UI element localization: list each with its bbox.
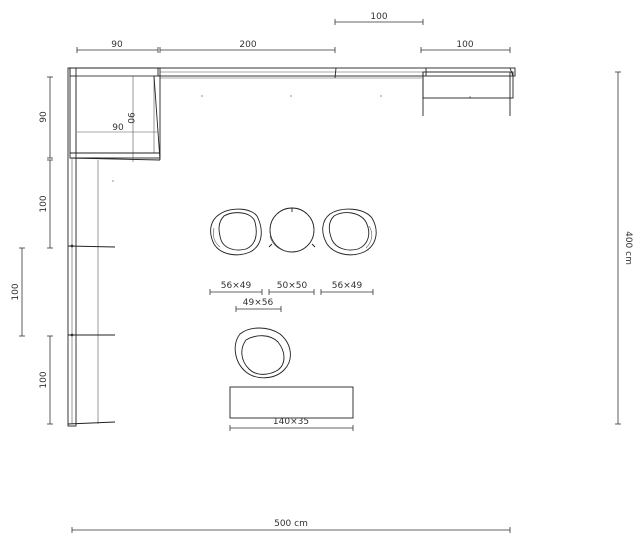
dim-label: 100 [11, 283, 21, 300]
dim-label: 200 [239, 40, 256, 50]
dim-top-right-100-upper: 100 [334, 12, 424, 25]
dim-label: 400 cm [623, 231, 633, 265]
dim-left-100-c: 100 [39, 335, 53, 425]
corner-inner-width-label: 90 [112, 123, 124, 133]
lounge-chair [234, 327, 291, 379]
label-armchair-right: 56×49 [320, 281, 374, 295]
dim-top-left-90: 90 [76, 40, 159, 53]
dim-label: 100 [39, 195, 49, 212]
dim-total-width: 500 cm [71, 519, 511, 533]
dim-label: 90 [111, 40, 123, 50]
armchair-left [210, 208, 262, 256]
armchair-right [322, 208, 377, 256]
dim-left-100-b: 100 [11, 247, 25, 337]
dim-label: 50×50 [277, 281, 308, 291]
dim-label: 100 [456, 40, 473, 50]
dim-label: 140×35 [273, 417, 309, 427]
sofa-top-back [69, 67, 516, 79]
dim-left-100-a: 100 [39, 159, 53, 249]
label-lounge-chair: 49×56 [235, 298, 282, 312]
dim-label: 90 [39, 111, 49, 123]
sofa-top-seat-edge [160, 77, 422, 97]
label-coffee-table: 140×35 [229, 417, 354, 431]
dim-label: 56×49 [221, 281, 252, 291]
dim-label: 500 cm [274, 519, 308, 529]
sofa-corner-module: 90 90 [69, 67, 161, 162]
sofa-left-back [67, 67, 77, 427]
dim-total-height: 400 cm [615, 71, 633, 425]
stool-center [268, 207, 316, 253]
dim-label: 56×49 [332, 281, 363, 291]
dim-top-right-100-lower: 100 [420, 40, 511, 53]
sofa-top-right-module [422, 71, 514, 116]
dim-label: 100 [370, 12, 387, 22]
sofa-left-seats [67, 157, 116, 425]
dim-left-90: 90 [39, 76, 53, 159]
coffee-table [229, 386, 354, 419]
label-armchair-left: 56×49 [209, 281, 263, 295]
corner-inner-depth-label: 90 [125, 112, 135, 124]
dim-top-200: 200 [159, 40, 336, 53]
dim-label: 100 [39, 371, 49, 388]
dim-label: 49×56 [243, 298, 274, 308]
label-stool-center: 50×50 [268, 281, 315, 295]
